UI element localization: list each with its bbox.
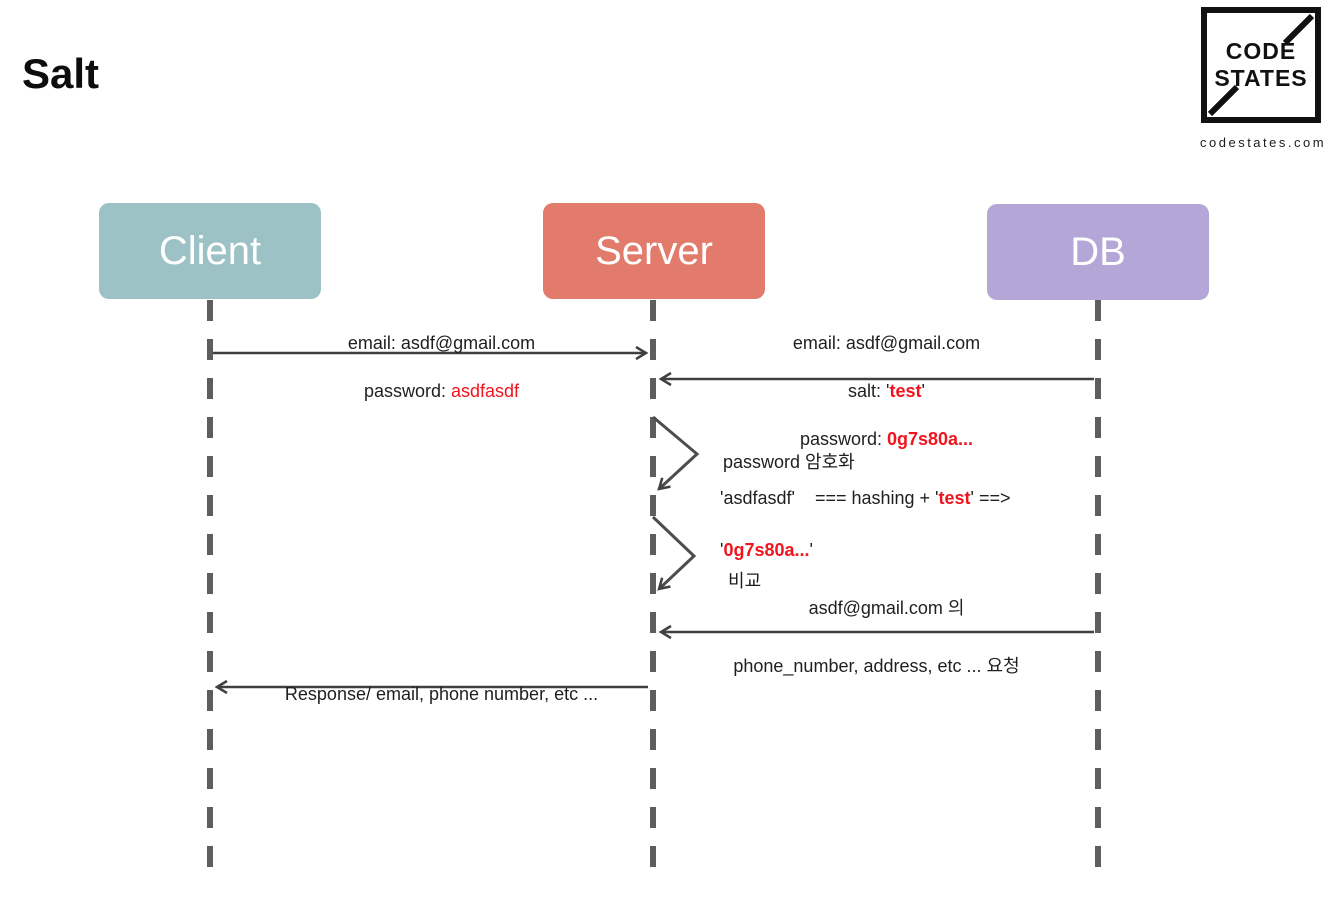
login-email-text: email: asdf@gmail.com <box>347 333 536 353</box>
hash-result-prefix: ' <box>720 540 724 560</box>
actor-box-server: Server <box>543 203 765 299</box>
actor-box-db: DB <box>987 204 1209 300</box>
record-password-value: 0g7s80a... <box>887 429 974 449</box>
actor-label-client: Client <box>158 228 262 273</box>
hash-expr-suffix: ' ==> <box>970 488 1011 508</box>
record-salt-suffix: ' <box>921 381 925 401</box>
note-hash-title: password 암호화 <box>703 426 855 498</box>
actor-label-server: Server <box>595 228 713 273</box>
request-line2-text: phone_number, address, etc ... 요청 <box>733 656 1020 676</box>
note-compare: 비교 <box>708 545 761 617</box>
login-password-prefix: password: <box>363 381 451 401</box>
page-title: Salt <box>22 50 100 97</box>
lifeline-server <box>650 300 656 882</box>
compare-text: 비교 <box>728 571 762 591</box>
message-data-request: asdf@gmail.com 의 phone_number, address, … <box>655 572 1098 726</box>
hash-title-text: password 암호화 <box>723 452 855 472</box>
hash-expr-prefix: 'asdfasdf' === hashing + ' <box>720 488 939 508</box>
actor-box-client: Client <box>99 203 321 299</box>
codestates-logo: CODE STATES codestates.com <box>1200 6 1327 150</box>
record-salt-value: test <box>889 381 922 401</box>
login-password-value: asdfasdf <box>451 381 520 401</box>
message-db-record: email: asdf@gmail.com salt: 'test' passw… <box>655 307 1098 475</box>
logo-text-states: STATES <box>1214 65 1307 91</box>
logo-text-code: CODE <box>1226 38 1296 64</box>
hash-result-value: 0g7s80a... <box>723 540 810 560</box>
actor-label-db: DB <box>1070 229 1126 274</box>
logo-website-text: codestates.com <box>1200 135 1327 150</box>
note-hash-expression: 'asdfasdf' === hashing + 'test' ==> '0g7… <box>700 459 1120 589</box>
record-email-text: email: asdf@gmail.com <box>792 333 981 353</box>
record-salt-prefix: salt: ' <box>848 381 890 401</box>
codestates-logo-icon: CODE STATES <box>1201 7 1321 123</box>
record-password-prefix: password: <box>799 429 887 449</box>
hash-expr-value: test <box>938 488 971 508</box>
message-login-request: email: asdf@gmail.com password: asdfasdf <box>213 307 650 427</box>
response-text: Response/ email, phone number, etc ... <box>284 684 599 704</box>
lifeline-db <box>1095 300 1101 882</box>
request-line1-text: asdf@gmail.com 의 <box>808 598 965 618</box>
lifeline-client <box>207 300 213 882</box>
message-response: Response/ email, phone number, etc ... <box>213 658 650 730</box>
hash-result-suffix: ' <box>809 540 813 560</box>
